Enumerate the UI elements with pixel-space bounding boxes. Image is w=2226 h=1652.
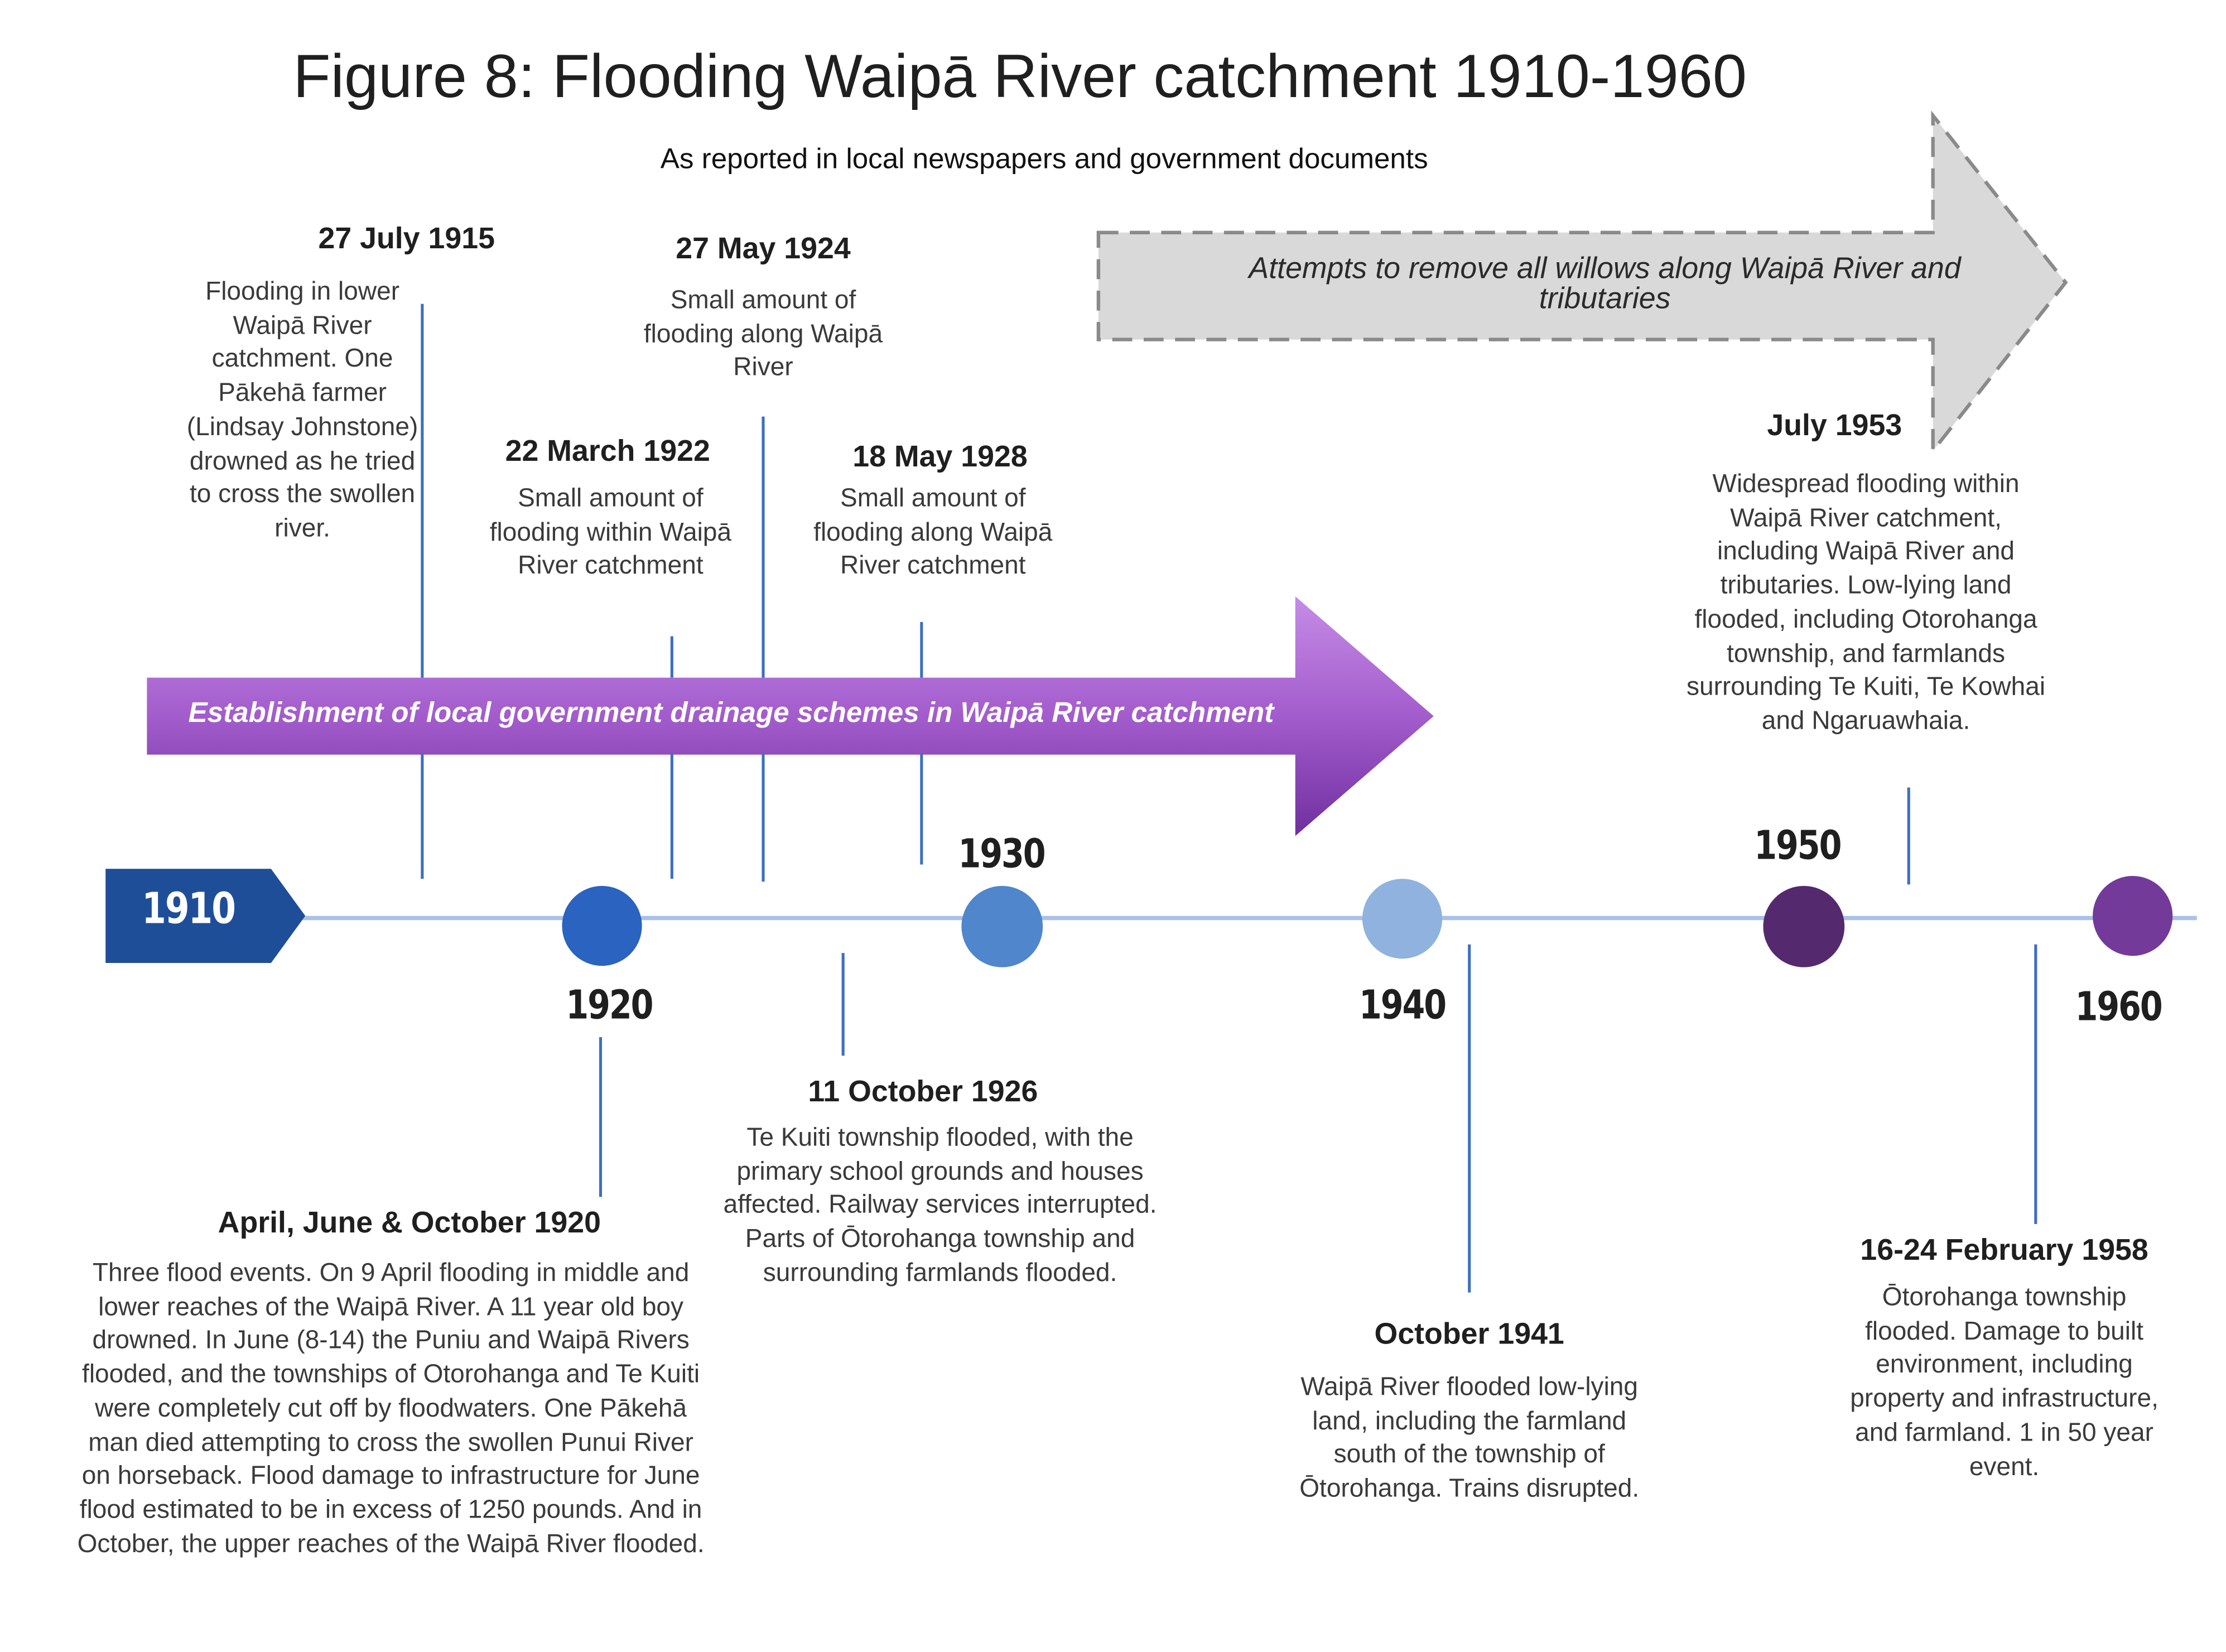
decade-dot-1920 [562, 885, 642, 966]
event-date-1928: 18 May 1928 [852, 441, 1028, 474]
event-desc-1915: Flooding in lower Waipā River catchment.… [186, 277, 418, 542]
event-desc-1958: Ōtorohanga township flooded. Damage to b… [1850, 1282, 2158, 1480]
event-date-1920: April, June & October 1920 [218, 1207, 601, 1240]
event-date-1958: 16-24 February 1958 [1860, 1234, 2148, 1267]
willow-removal-arrow [1096, 110, 2068, 456]
tick-1922-lower [670, 753, 673, 879]
tick-1924-upper [762, 416, 765, 678]
start-marker-1910 [105, 869, 306, 963]
tick-1920 [599, 1037, 603, 1197]
event-date-1941: October 1941 [1374, 1318, 1564, 1351]
year-label-1910: 1910 [142, 884, 236, 935]
figure-subtitle: As reported in local newspapers and gove… [660, 144, 1428, 176]
event-desc-1953: Widespread flooding within Waipā River c… [1687, 469, 2046, 735]
tick-1924-lower [762, 753, 765, 882]
tick-1953 [1907, 787, 1910, 885]
decade-dot-1930 [961, 885, 1043, 967]
event-date-1924: 27 May 1924 [676, 232, 851, 266]
event-desc-1941: Waipā River flooded low-lying land, incl… [1299, 1372, 1640, 1502]
year-label-1950: 1950 [1754, 821, 1842, 869]
tick-1928-upper [920, 622, 923, 678]
figure-title: Figure 8: Flooding Waipā River catchment… [293, 42, 1747, 112]
event-date-1953: July 1953 [1767, 409, 1902, 442]
willow-removal-label: Attempts to remove all willows along Wai… [1249, 252, 1961, 316]
event-date-1915: 27 July 1915 [318, 222, 495, 256]
year-label-1960: 1960 [2075, 982, 2163, 1030]
event-desc-1922: Small amount of flooding within Waipā Ri… [489, 483, 732, 580]
decade-dot-1950 [1763, 885, 1845, 967]
event-desc-1920: Three flood events. On 9 April flooding … [77, 1258, 705, 1558]
tick-1958 [2034, 944, 2037, 1224]
year-label-1930: 1930 [958, 830, 1046, 878]
tick-1926 [841, 953, 845, 1056]
tick-1922-upper [670, 636, 673, 678]
tick-1915-upper [421, 304, 424, 678]
event-desc-1924: Small amount of flooding along Waipā Riv… [643, 285, 883, 382]
decade-dot-1960 [2093, 875, 2173, 956]
year-label-1920: 1920 [566, 981, 653, 1029]
tick-1915-lower [421, 753, 424, 879]
event-date-1926: 11 October 1926 [808, 1075, 1038, 1109]
tick-1928-lower [920, 753, 923, 865]
tick-1941 [1468, 944, 1471, 1293]
drainage-schemes-label: Establishment of local government draina… [188, 697, 1274, 729]
event-desc-1928: Small amount of flooding along Waipā Riv… [813, 483, 1053, 580]
event-date-1922: 22 March 1922 [505, 435, 710, 468]
event-desc-1926: Te Kuiti township flooded, with the prim… [723, 1123, 1157, 1287]
decade-dot-1940 [1362, 879, 1443, 959]
timeline-axis [285, 916, 2197, 921]
year-label-1940: 1940 [1359, 981, 1447, 1029]
drainage-schemes-arrow [147, 596, 1434, 836]
